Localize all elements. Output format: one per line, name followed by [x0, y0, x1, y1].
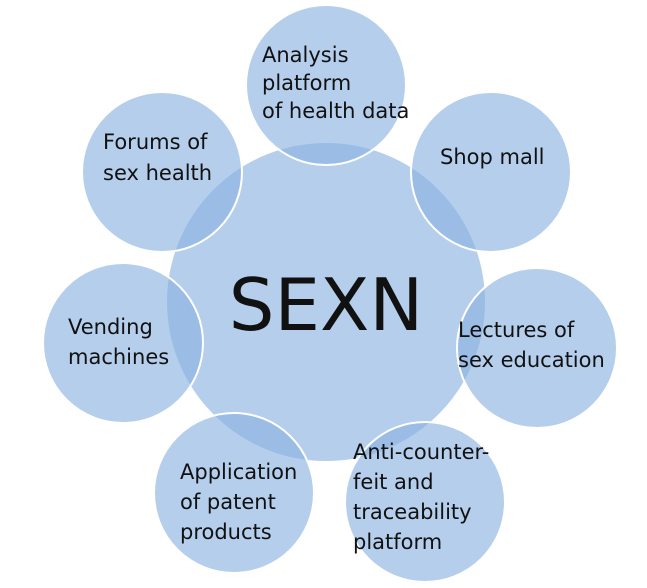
- node-label-line: Vending: [68, 315, 153, 339]
- node-label-line: sex education: [458, 348, 605, 372]
- node-circle-anti-counterfeit: [344, 421, 506, 583]
- node-label-line: Shop mall: [440, 145, 545, 169]
- node-circle-application: [153, 412, 315, 574]
- node-circle-shop: [410, 91, 572, 253]
- center-label: SEXN: [229, 263, 423, 347]
- node-label-application: Application of patent products: [180, 460, 304, 544]
- node-label-line: platform: [353, 530, 442, 554]
- node-circle-analysis: [245, 4, 407, 166]
- node-label-line: Analysis: [262, 43, 349, 67]
- node-circle-forums: [81, 91, 243, 253]
- node-label-line: products: [180, 520, 272, 544]
- node-labels: Analysis platform of health data Shop ma…: [68, 43, 605, 554]
- node-label-shop: Shop mall: [440, 145, 545, 169]
- node-label-line: Forums of: [103, 130, 208, 154]
- node-label-line: Application: [180, 460, 297, 484]
- node-label-line: feit and: [353, 470, 434, 494]
- node-circle-vending: [42, 262, 204, 424]
- node-label-line: traceability: [353, 500, 472, 524]
- node-label-line: Anti-counter-: [353, 440, 489, 464]
- node-label-line: machines: [68, 345, 169, 369]
- node-label-analysis: Analysis platform of health data: [262, 43, 409, 123]
- node-label-line: sex health: [103, 161, 212, 185]
- node-label-vending: Vending machines: [68, 315, 169, 369]
- node-label-line: of patent: [180, 490, 276, 514]
- node-circle-lectures: [456, 267, 618, 429]
- node-label-forums: Forums of sex health: [103, 130, 214, 185]
- node-label-anti-counterfeit: Anti-counter- feit and traceability plat…: [353, 440, 496, 554]
- node-label-line: Lectures of: [458, 318, 575, 342]
- node-label-lectures: Lectures of sex education: [458, 318, 605, 372]
- satellite-nodes: [42, 4, 618, 583]
- node-label-line: platform: [262, 71, 351, 95]
- node-label-line: of health data: [262, 99, 409, 123]
